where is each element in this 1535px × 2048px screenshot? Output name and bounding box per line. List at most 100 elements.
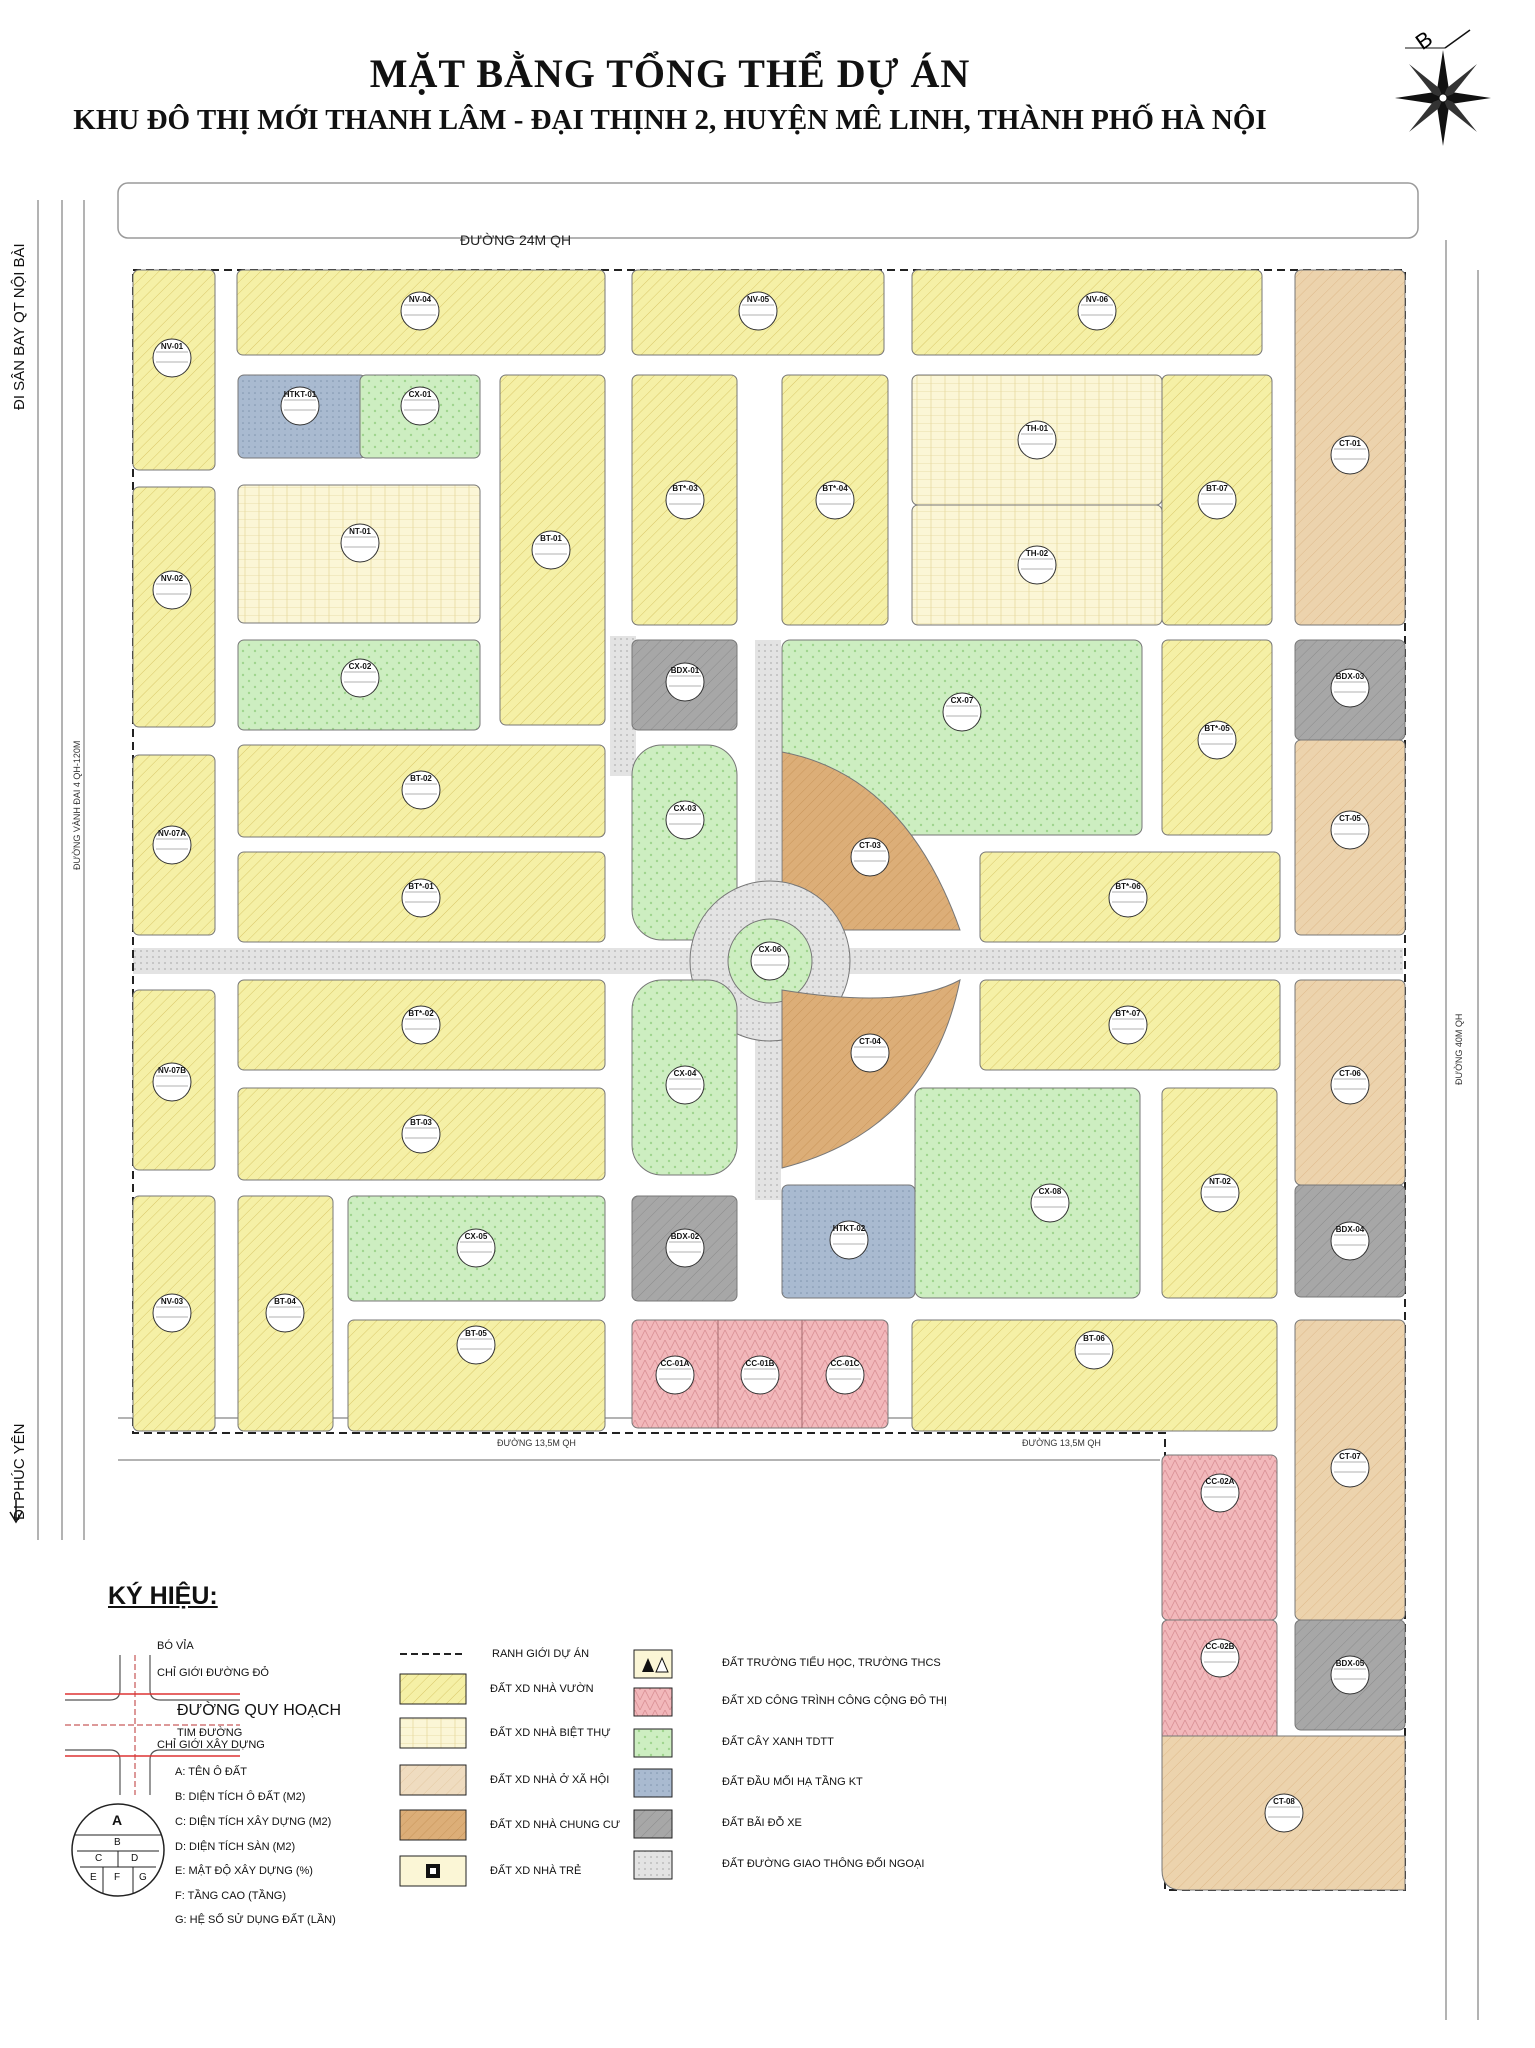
parcel-badge: CC-01C: [825, 1355, 865, 1395]
badge-letter-d: D: [131, 1853, 139, 1864]
parcel-badge: NV-07A: [152, 825, 192, 865]
parcel-label: NT-01: [349, 527, 371, 536]
parcel-badge: CX-05: [456, 1228, 496, 1268]
parcel-badge-circle: [1200, 1638, 1240, 1678]
parcel-label: BDX-04: [1336, 1225, 1365, 1234]
parcel-badge: TH-01: [1017, 420, 1057, 460]
parcel-badge-circle: [942, 692, 982, 732]
legend-red-line: CHỈ GIỚI ĐƯỜNG ĐỎ: [157, 1667, 269, 1679]
block-bt-06: [911, 1319, 1278, 1432]
parcel-badge-circle: [1200, 1173, 1240, 1213]
legend-key-a: A: TÊN Ô ĐẤT: [175, 1766, 247, 1778]
parcel-label: BT*-07: [1115, 1009, 1141, 1018]
parcel-badge-circle: [1074, 1330, 1114, 1370]
parcel-label: BT-06: [1083, 1334, 1105, 1343]
road-label-bottom-right: ĐƯỜNG 13,5M QH: [1022, 1438, 1101, 1448]
parcel-badge-circle: [1197, 480, 1237, 520]
parcel-badge: CC-01B: [740, 1355, 780, 1395]
block-bt-05: [347, 1319, 606, 1432]
parcel-badge: BDX-04: [1330, 1221, 1370, 1261]
parcel-badge-circle: [265, 1293, 305, 1333]
parcel-badge: BT-04: [265, 1293, 305, 1333]
parcel-badge-circle: [1330, 1065, 1370, 1105]
legend-public: ĐẤT XD CÔNG TRÌNH CÔNG CỘNG ĐÔ THỊ: [722, 1695, 947, 1707]
parcel-badge: BT*-06: [1108, 878, 1148, 918]
parcel-badge-circle: [1330, 668, 1370, 708]
block-ct-04: [781, 979, 961, 1169]
parcel-badge: BT*-04: [815, 480, 855, 520]
parcel-label: CC-02A: [1206, 1477, 1235, 1486]
legend-infrastructure: ĐẤT ĐẦU MỐI HẠ TẦNG KT: [722, 1776, 863, 1788]
parcel-badge: CX-02: [340, 658, 380, 698]
parcel-label: CX-06: [759, 945, 782, 954]
parcel-label: CX-07: [951, 696, 974, 705]
parcel-badge-circle: [152, 338, 192, 378]
parcel-label: CT-06: [1339, 1069, 1361, 1078]
legend-kindergarten: ĐẤT XD NHÀ TRẺ: [490, 1865, 582, 1877]
parcel-badge: NV-07B: [152, 1062, 192, 1102]
legend-key-d: D: DIỆN TÍCH SÀN (M2): [175, 1841, 296, 1853]
road-label-east: ĐƯỜNG 40M QH: [1454, 1014, 1464, 1085]
parcel-badge-circle: [340, 523, 380, 563]
parcel-label: NV-05: [747, 295, 770, 304]
road-label-bottom-left: ĐƯỜNG 13,5M QH: [497, 1438, 576, 1448]
parcel-badge: CT-04: [850, 1033, 890, 1073]
parcel-label: TH-01: [1026, 424, 1049, 433]
parcel-badge: BDX-05: [1330, 1655, 1370, 1695]
parcel-badge-circle: [1017, 420, 1057, 460]
parcel-label: BT*-02: [408, 1009, 434, 1018]
parcel-badge: BDX-02: [665, 1228, 705, 1268]
legend-centerline: TIM ĐƯỜNG: [177, 1727, 243, 1739]
legend-external-road: ĐẤT ĐƯỜNG GIAO THÔNG ĐỐI NGOẠI: [722, 1858, 925, 1870]
parcel-label: NT-02: [1209, 1177, 1231, 1186]
parcel-badge: CX-01: [400, 386, 440, 426]
parcel-badge: NV-02: [152, 570, 192, 610]
parcel-badge: CT-05: [1330, 810, 1370, 850]
parcel-label: CT-05: [1339, 814, 1361, 823]
legend-social-housing: ĐẤT XD NHÀ Ở XÃ HỘI: [490, 1774, 610, 1786]
legend-build-line: CHỈ GIỚI XÂY DỰNG: [157, 1739, 265, 1751]
badge-key-diagram: [71, 1803, 165, 1897]
road-label-top: ĐƯỜNG 24M QH: [460, 232, 571, 248]
legend-key-g: G: HỆ SỐ SỬ DỤNG ĐẤT (LẦN): [175, 1914, 336, 1926]
parcel-label: CT-08: [1273, 1797, 1295, 1806]
parcel-label: BT*-04: [822, 484, 848, 493]
parcel-badge: CX-03: [665, 800, 705, 840]
parcel-badge: CX-07: [942, 692, 982, 732]
legend-graphics: [65, 1649, 673, 1897]
parcel-badge-circle: [1330, 1655, 1370, 1695]
parcel-badge-circle: [665, 800, 705, 840]
parcel-label: CX-01: [409, 390, 432, 399]
parcel-badge-circle: [456, 1228, 496, 1268]
parcel-badge-circle: [825, 1355, 865, 1395]
parcel-badge-circle: [815, 480, 855, 520]
parcel-badge-circle: [1330, 1448, 1370, 1488]
badge-letter-a: A: [112, 1812, 123, 1828]
legend-villa: ĐẤT XD NHÀ BIỆT THỰ: [490, 1727, 611, 1739]
parcel-badge: BT-05: [456, 1325, 496, 1365]
parcel-label: CC-01B: [746, 1359, 775, 1368]
legend-garden-house: ĐẤT XD NHÀ VƯỜN: [490, 1683, 594, 1695]
parcel-badge: CT-07: [1330, 1448, 1370, 1488]
parcel-badge: CC-01A: [655, 1355, 695, 1395]
parcel-badge: BT-07: [1197, 480, 1237, 520]
parcel-label: CX-02: [349, 662, 372, 671]
block-cx-08: [914, 1087, 1141, 1299]
parcel-badge-circle: [280, 386, 320, 426]
parcel-badge: BT*-02: [401, 1005, 441, 1045]
parcel-label: NV-07A: [158, 829, 186, 838]
parcel-label: CX-04: [674, 1069, 697, 1078]
parcel-label: BDX-03: [1336, 672, 1365, 681]
parcel-badge: NV-04: [400, 291, 440, 331]
parcel-badge-circle: [152, 825, 192, 865]
legend-key-f: F: TẦNG CAO (TẦNG): [175, 1890, 287, 1902]
parcel-badge: NT-01: [340, 523, 380, 563]
parcel-label: BT-04: [274, 1297, 296, 1306]
parcel-badge: CC-02B: [1200, 1638, 1240, 1678]
legend-parking: ĐẤT BÃI ĐỖ XE: [722, 1817, 802, 1829]
parcel-label: NV-03: [161, 1297, 184, 1306]
parcel-badge: BT-02: [401, 770, 441, 810]
parcel-badge: NV-01: [152, 338, 192, 378]
